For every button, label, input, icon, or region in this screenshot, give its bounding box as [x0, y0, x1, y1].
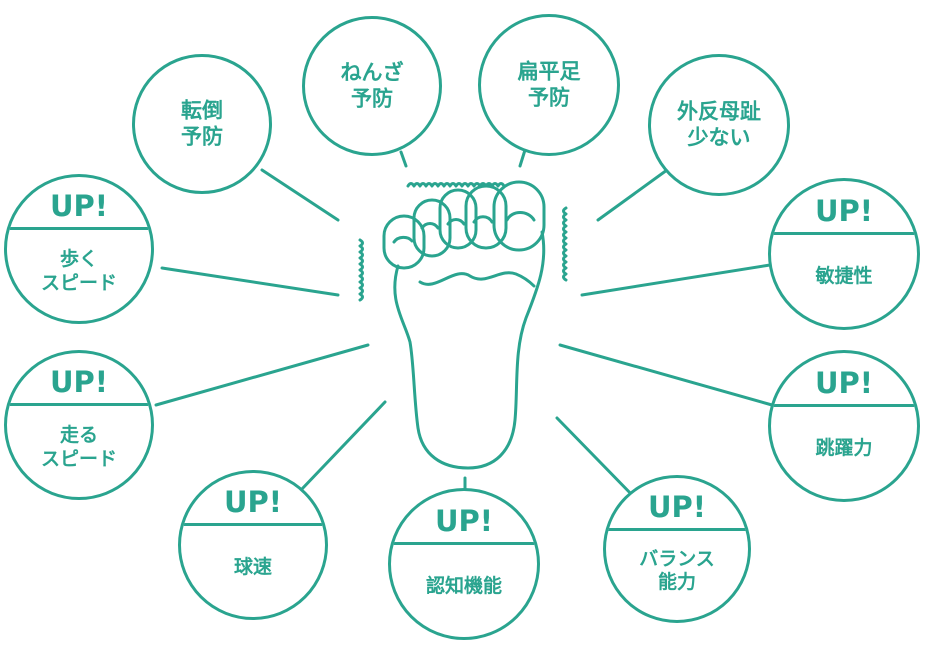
bubble-label: 歩く スピード — [40, 248, 117, 294]
connector-nenza — [399, 150, 408, 168]
connector-hashiru — [154, 343, 370, 407]
bubble-walking-speed: UP! 歩く スピード — [4, 174, 154, 324]
bubble-fall-prevention: 転倒 予防 — [132, 54, 272, 194]
up-badge: UP! — [771, 353, 917, 408]
up-badge: UP! — [181, 473, 325, 527]
bubble-label: 走る スピード — [40, 424, 117, 470]
bubble-label: 球速 — [233, 556, 272, 579]
connector-binsho — [580, 263, 772, 297]
up-badge: UP! — [391, 491, 537, 546]
bubble-label: 外反母趾 少ない — [677, 99, 761, 149]
up-badge: UP! — [606, 478, 748, 531]
bubble-agility: UP! 敏捷性 — [768, 178, 920, 330]
bubble-label: 転倒 予防 — [181, 98, 223, 148]
bubble-hallux-valgus: 外反母趾 少ない — [648, 54, 790, 196]
bubble-cognitive-function: UP! 認知機能 — [388, 488, 540, 640]
bubble-label: 敏捷性 — [815, 265, 873, 288]
bubble-sprain-prevention: ねんざ 予防 — [302, 16, 442, 156]
up-badge: UP! — [7, 353, 151, 407]
foot-sole-icon — [358, 180, 568, 470]
bubble-pitch-speed: UP! 球速 — [178, 470, 328, 620]
bubble-label: 扁平足 予防 — [517, 59, 581, 109]
bubble-label: 跳躍力 — [815, 437, 873, 460]
bubble-flatfoot-prevention: 扁平足 予防 — [478, 14, 620, 156]
bubble-jumping-power: UP! 跳躍力 — [768, 350, 920, 502]
connector-tentou — [260, 168, 340, 222]
bubble-label: 認知機能 — [425, 575, 502, 598]
connector-chouyaku — [558, 343, 774, 407]
bubble-running-speed: UP! 走る スピード — [4, 350, 154, 500]
up-badge: UP! — [7, 177, 151, 231]
up-badge: UP! — [771, 181, 917, 236]
connector-henpei — [518, 148, 527, 168]
connector-aruku — [160, 266, 340, 297]
bubble-label: ねんざ 予防 — [340, 60, 404, 110]
connector-balance — [555, 416, 637, 500]
bubble-label: バランス 能力 — [639, 548, 715, 594]
bubble-balance-ability: UP! バランス 能力 — [603, 475, 751, 623]
connector-kyusoku — [299, 400, 387, 492]
connector-gaihan — [596, 168, 669, 222]
